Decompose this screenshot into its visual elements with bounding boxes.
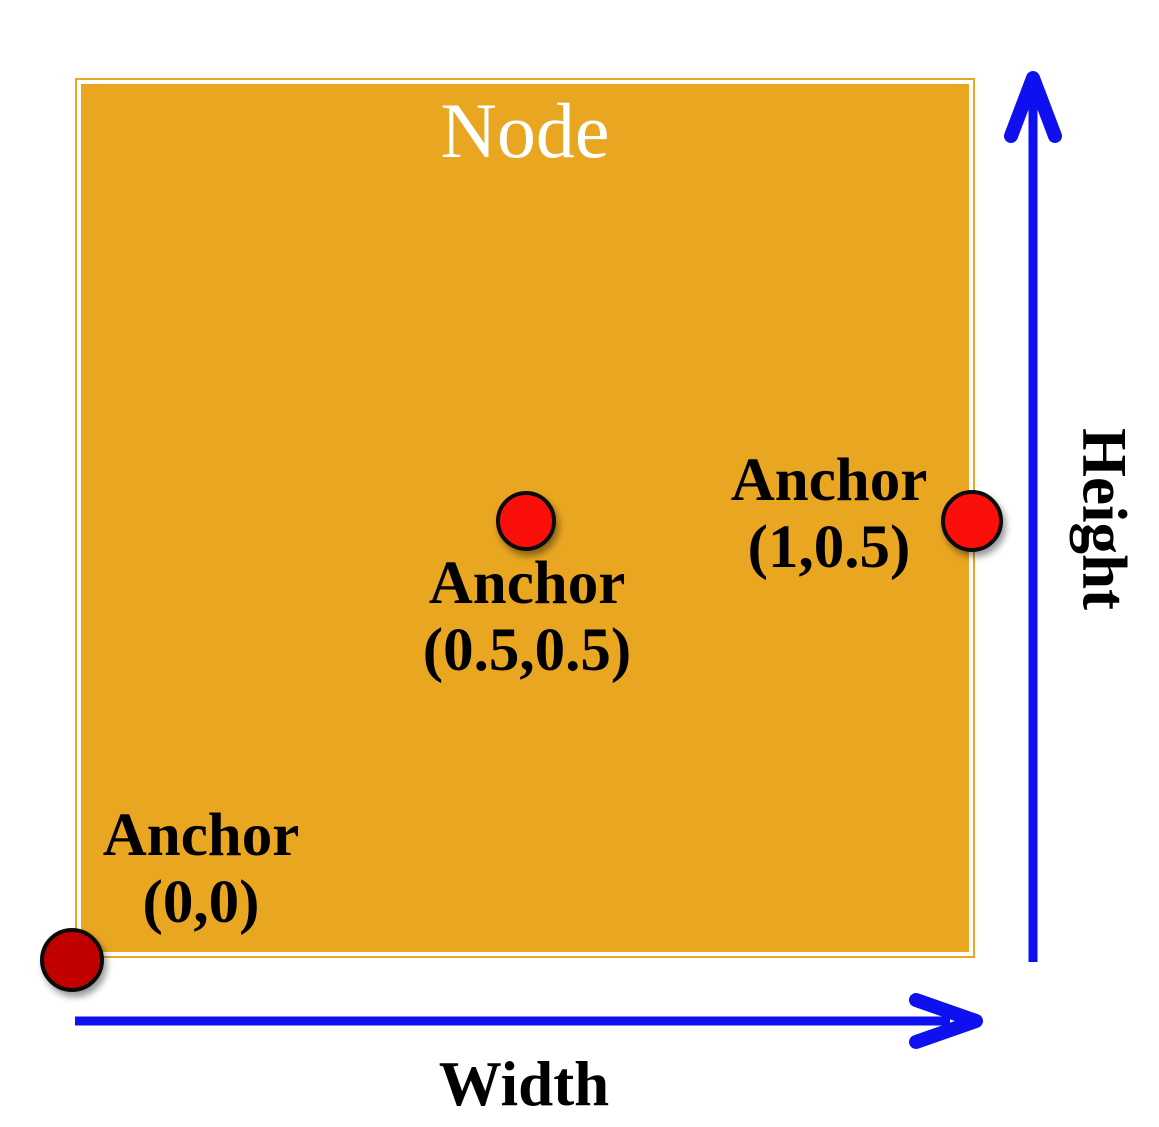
- anchor-dot-bottom-left: [40, 928, 104, 992]
- anchor-label-bottom-left-line2: (0,0): [142, 869, 260, 936]
- anchor-dot-center: [496, 491, 556, 551]
- node-title: Node: [440, 87, 610, 174]
- height-arrowhead-icon: [1004, 71, 1062, 143]
- height-arrow: [1004, 71, 1062, 962]
- width-arrow: [75, 993, 983, 1049]
- width-arrowhead-icon: [909, 993, 983, 1049]
- anchor-dot-right: [941, 490, 1003, 552]
- height-axis-label: Height: [1069, 428, 1140, 610]
- anchor-label-right-line2: (1,0.5): [747, 514, 911, 581]
- anchor-label-center: Anchor (0.5,0.5): [423, 550, 631, 684]
- width-axis-label: Width: [438, 1049, 610, 1119]
- anchor-label-right: Anchor (1,0.5): [731, 447, 928, 581]
- anchor-label-bottom-left: Anchor (0,0): [103, 802, 300, 936]
- anchor-label-bottom-left-line1: Anchor: [102, 802, 300, 869]
- anchor-label-center-line1: Anchor: [428, 550, 626, 617]
- anchor-label-right-line1: Anchor: [730, 447, 928, 514]
- anchor-label-center-line2: (0.5,0.5): [422, 617, 632, 684]
